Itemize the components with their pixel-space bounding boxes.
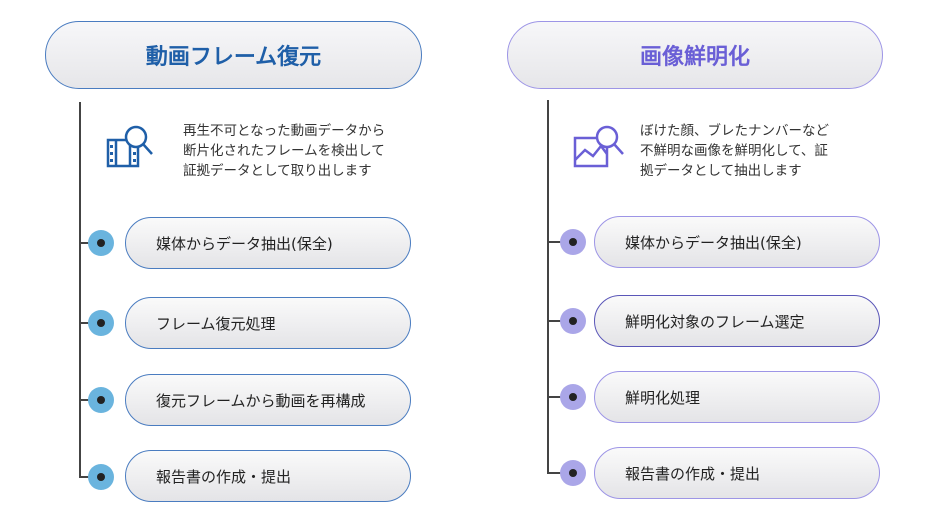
connector — [548, 241, 570, 243]
connector — [548, 472, 570, 474]
left-step-4[interactable]: 報告書の作成・提出 — [125, 450, 411, 502]
step-dot — [88, 387, 114, 413]
connector — [548, 320, 570, 322]
left-step-1[interactable]: 媒体からデータ抽出(保全) — [125, 217, 411, 269]
right-step-1[interactable]: 媒体からデータ抽出(保全) — [594, 216, 880, 268]
right-timeline — [547, 100, 549, 474]
left-timeline — [79, 102, 81, 478]
step-dot — [560, 460, 586, 486]
left-step-3[interactable]: 復元フレームから動画を再構成 — [125, 374, 411, 426]
connector — [548, 396, 570, 398]
right-step-4[interactable]: 報告書の作成・提出 — [594, 447, 880, 499]
step-dot — [88, 230, 114, 256]
step-dot — [560, 308, 586, 334]
right-title: 画像鮮明化 — [507, 21, 883, 89]
right-step-2[interactable]: 鮮明化対象のフレーム選定 — [594, 295, 880, 347]
step-dot — [88, 464, 114, 490]
right-step-3[interactable]: 鮮明化処理 — [594, 371, 880, 423]
image-search-icon — [573, 125, 624, 168]
left-description: 再生不可となった動画データから 断片化されたフレームを検出して 証拠データとして… — [183, 123, 386, 179]
step-dot — [88, 310, 114, 336]
step-dot — [560, 384, 586, 410]
left-title: 動画フレーム復元 — [45, 21, 422, 89]
step-dot — [560, 229, 586, 255]
film-search-icon — [106, 125, 153, 168]
left-step-2[interactable]: フレーム復元処理 — [125, 297, 411, 349]
right-description: ぼけた顔、ブレたナンバーなど 不鮮明な画像を鮮明化して、証 拠データとして抽出し… — [640, 123, 829, 179]
